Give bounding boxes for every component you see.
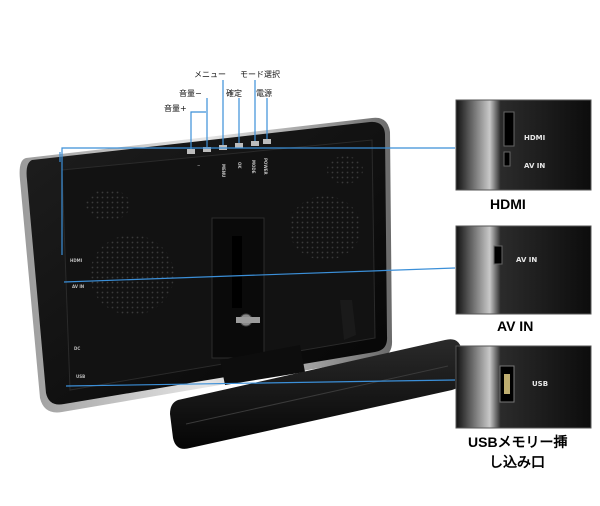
mark-ok: OK — [237, 162, 242, 169]
mark-hdmi: HDMI — [70, 258, 83, 263]
label-menu: メニュー — [194, 70, 226, 79]
button-mode[interactable] — [251, 141, 259, 146]
inset-av-port-text: AV IN — [516, 256, 537, 264]
button-power[interactable] — [263, 139, 271, 144]
callout-line-usb — [65, 379, 456, 387]
side-callout-lines — [59, 147, 456, 387]
label-mode-select: モード選択 — [240, 70, 280, 79]
label-confirm: 確定 — [226, 89, 242, 98]
inset-hdmi-photo: HDMI AV IN — [455, 99, 592, 191]
speaker-grilles — [86, 156, 363, 315]
inset-hdmi-port-text: HDMI — [524, 134, 545, 142]
mark-menu: MENU — [221, 164, 226, 177]
inset-av-photo: AV IN — [455, 225, 592, 315]
button-volume-down[interactable] — [203, 147, 211, 152]
caption-usb-line2: し込み口 — [489, 454, 545, 470]
caption-usb-line1: USBメモリー挿 — [468, 434, 568, 450]
callout-line-av — [63, 267, 456, 283]
inset-hdmi-av-text: AV IN — [524, 162, 545, 170]
mark-power: POWER — [263, 158, 268, 175]
callout-line-hdmi — [61, 147, 455, 255]
caption-hdmi: HDMI — [490, 196, 526, 212]
mark-mode: MODE — [251, 160, 256, 174]
mark-usb: USB — [76, 374, 85, 379]
label-volume-up: 音量+ — [164, 104, 187, 113]
headrest-bar — [170, 339, 466, 449]
label-volume-down: 音量− — [179, 89, 202, 98]
button-volume-up[interactable] — [187, 149, 195, 154]
mark-dc: DC — [74, 346, 80, 351]
inset-usb-port-text: USB — [532, 380, 548, 388]
label-power: 電源 — [256, 89, 272, 98]
inset-usb-photo: USB — [455, 345, 592, 429]
mark-av: AV IN — [72, 284, 84, 289]
caption-av-in: AV IN — [497, 318, 534, 334]
button-ok[interactable] — [235, 143, 243, 148]
top-callout-lines — [190, 80, 268, 149]
mark-minus: − — [197, 163, 200, 168]
device-markings: − MENU OK MODE POWER HDMI AV IN DC USB — [70, 158, 268, 379]
mount-bracket — [211, 217, 356, 385]
